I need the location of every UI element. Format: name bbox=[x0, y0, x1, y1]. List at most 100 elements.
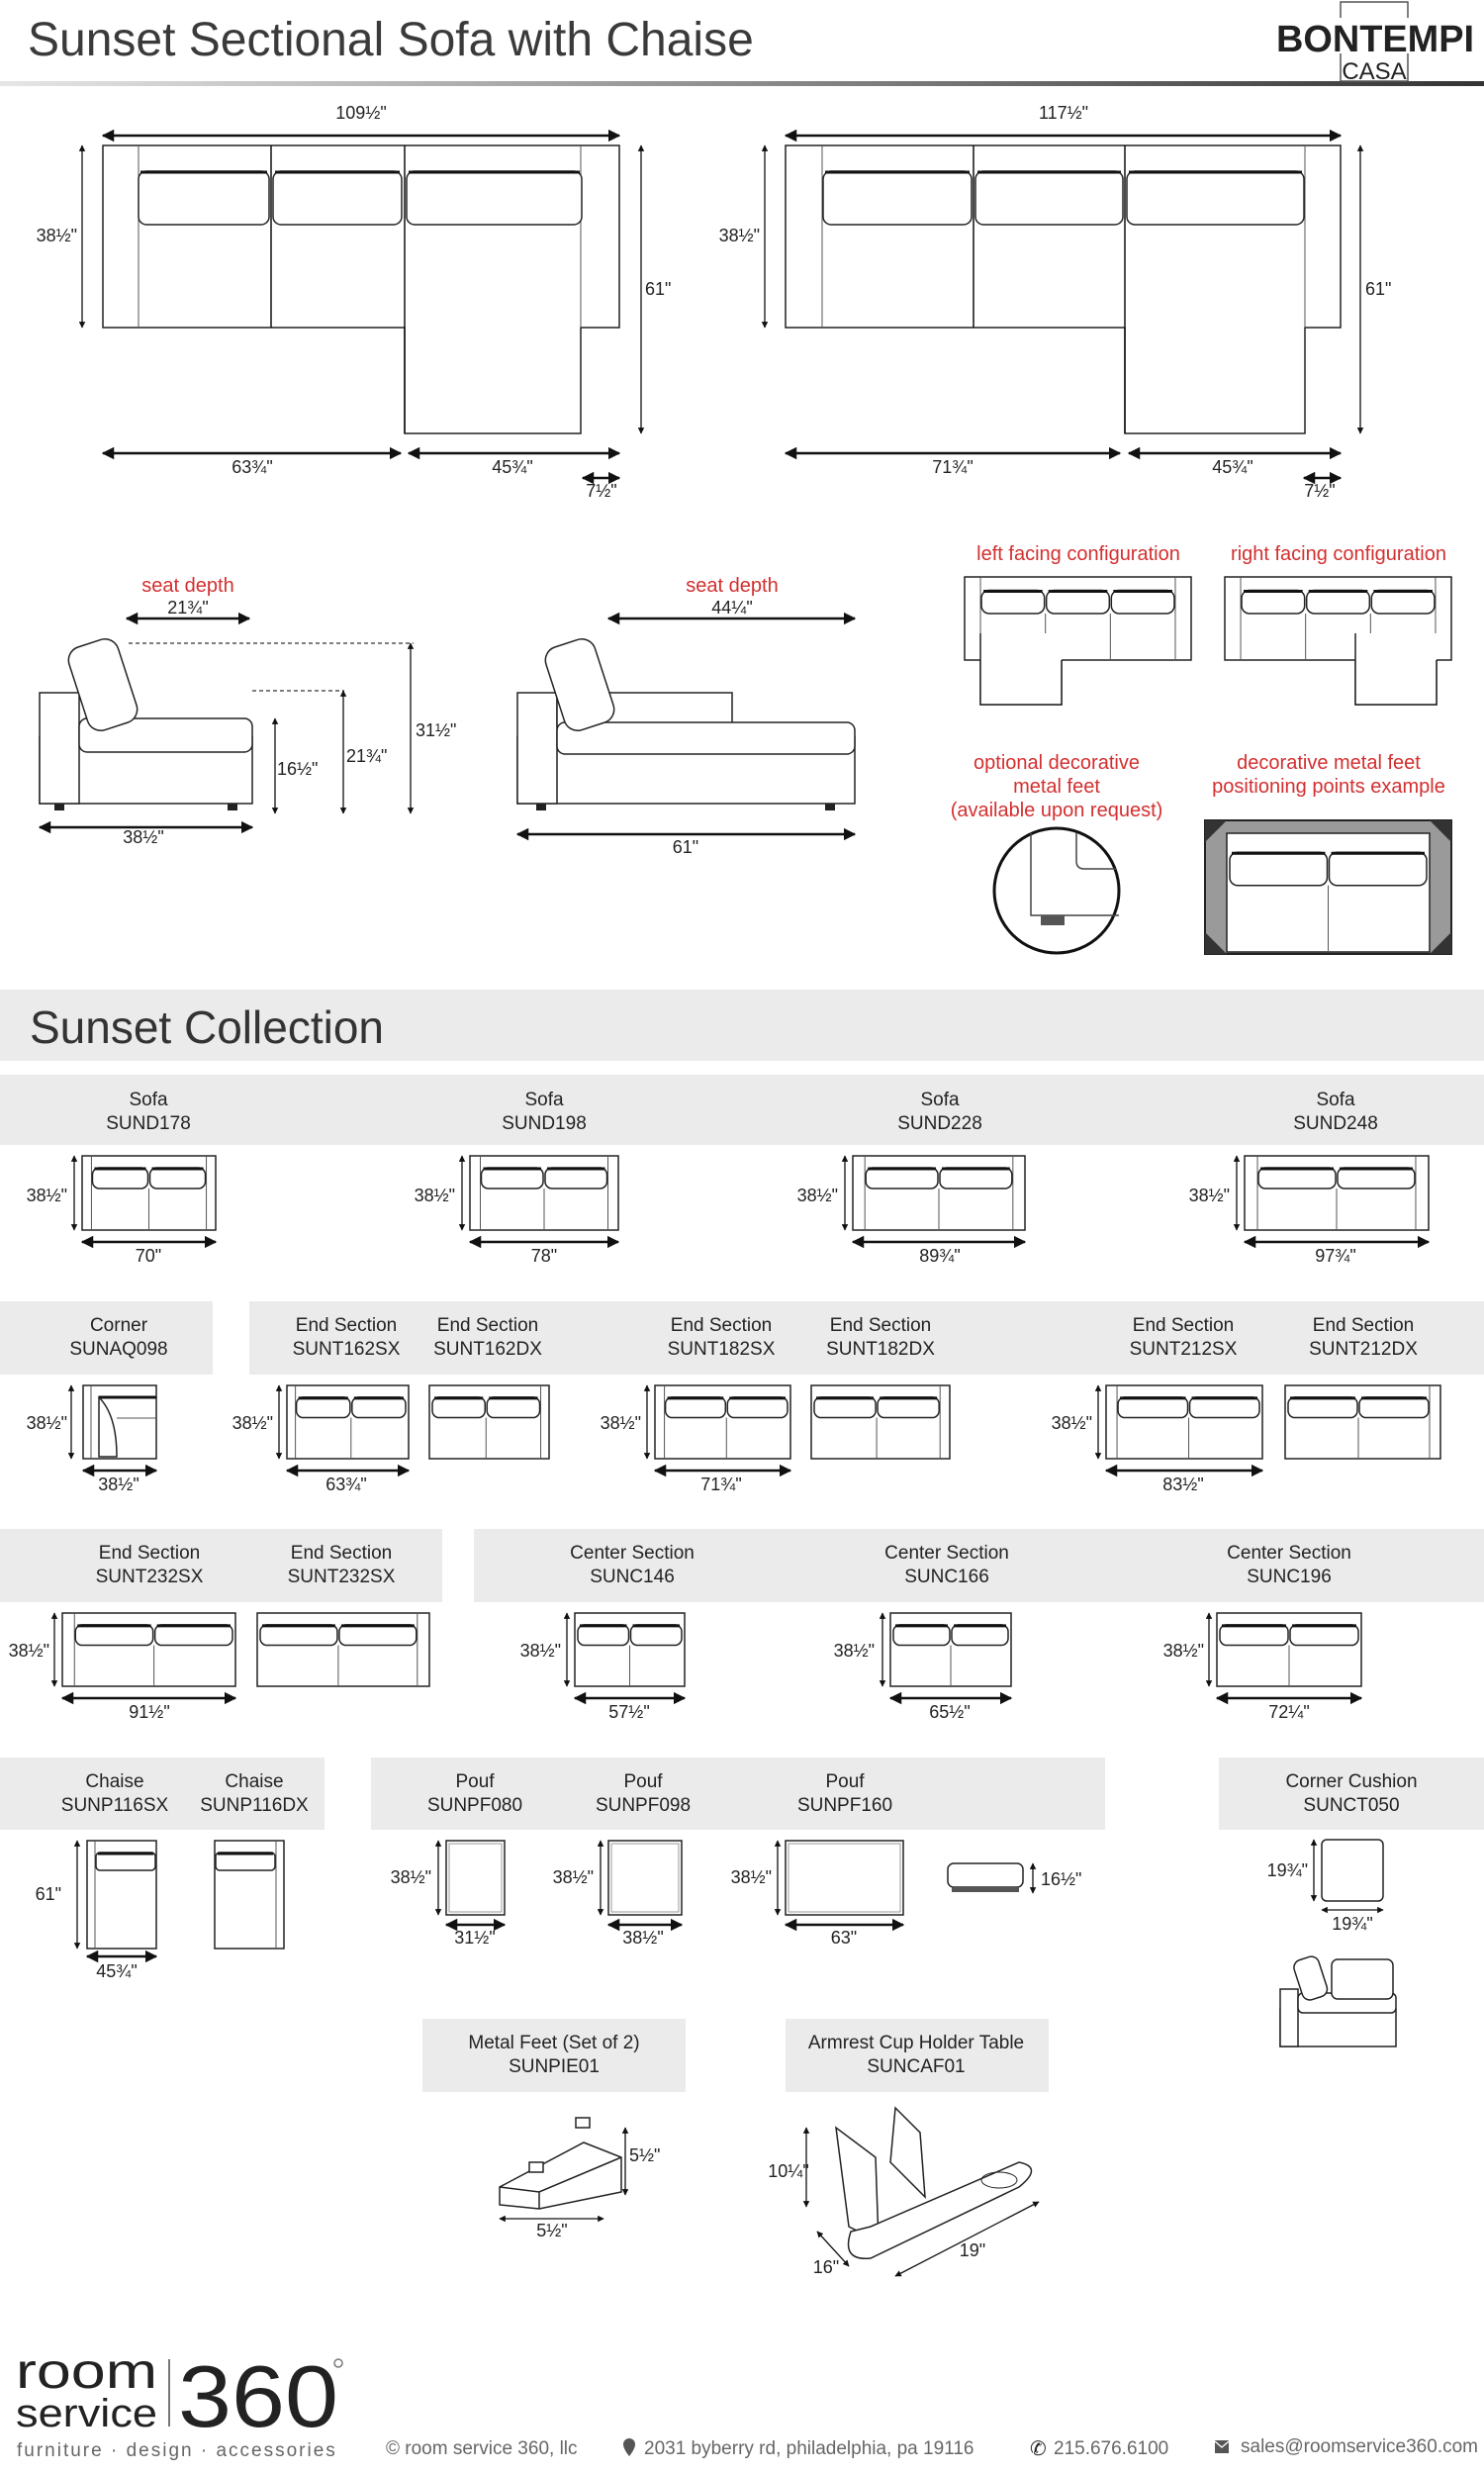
right-facing-caption: right facing configuration bbox=[1231, 543, 1446, 565]
cushion bbox=[1321, 1839, 1384, 1902]
back-cushion bbox=[726, 1396, 788, 1419]
back-cushion bbox=[74, 1624, 154, 1647]
item-depth: 38½" bbox=[1052, 1413, 1092, 1433]
chaise-pair: Chaise SUNP116SX Chaise SUNP116DX 61" 45… bbox=[36, 1771, 309, 1981]
end-section-pair: End Section SUNT182SX End Section SUNT18… bbox=[601, 1315, 936, 1494]
pouf-item: Pouf SUNPF098 38½" 38½" bbox=[553, 1771, 691, 1948]
center-section-item: Center Section SUNC196 38½" 72¼" bbox=[1163, 1543, 1351, 1722]
back-pillow bbox=[67, 638, 139, 731]
address: 2031 byberry rd, philadelphia, pa 19116 bbox=[644, 2438, 974, 2459]
back-cushion bbox=[259, 1624, 338, 1647]
back-cushion bbox=[892, 1624, 951, 1647]
corner-header bbox=[0, 1301, 213, 1375]
back-cushion bbox=[148, 1167, 207, 1189]
back-cushion bbox=[1257, 1167, 1337, 1189]
center-section-item: Center Section SUNC166 38½" 65½" bbox=[834, 1543, 1009, 1722]
sofa-top-view bbox=[469, 1155, 619, 1231]
item-width: 78" bbox=[531, 1246, 557, 1266]
foot-bracket bbox=[499, 2141, 622, 2210]
sofa-seat-height: 16½" bbox=[277, 759, 318, 779]
item-code: SUNPF160 bbox=[797, 1795, 892, 1816]
item-code: SUNPIE01 bbox=[509, 2056, 600, 2077]
back-cushion bbox=[865, 1167, 939, 1189]
corner-cushion bbox=[1331, 1958, 1394, 2000]
item-code: SUNPF080 bbox=[427, 1795, 522, 1816]
foot-edges bbox=[499, 2156, 622, 2209]
sofa-top-view bbox=[574, 1612, 686, 1687]
item-depth: 61" bbox=[36, 1884, 61, 1904]
foot-pad bbox=[575, 2117, 591, 2129]
item-width: 31½" bbox=[454, 1928, 495, 1948]
back-cushion bbox=[664, 1396, 727, 1419]
svg-text:BONTEMPI: BONTEMPI bbox=[1276, 19, 1474, 60]
left-sectional-drawing bbox=[102, 144, 620, 434]
item-name: End Section bbox=[830, 1315, 931, 1336]
sofa-item: Sofa SUND178 38½" 70" bbox=[27, 1090, 191, 1266]
sofas-header bbox=[0, 1075, 1484, 1145]
sofa bbox=[1226, 832, 1431, 953]
sofa-width-label: 63¾" bbox=[232, 457, 272, 477]
item-height: 5½" bbox=[629, 2145, 660, 2165]
sofa-top-view bbox=[852, 1155, 1026, 1231]
dimension-arrow bbox=[816, 2231, 850, 2267]
top-view-right-labels: 117½" 38½" 61" 71¾" 45¾" 7½" bbox=[719, 103, 1392, 501]
back-cushion bbox=[1219, 1624, 1289, 1647]
total-width-label: 109½" bbox=[335, 103, 386, 123]
center-sections-header bbox=[474, 1529, 1484, 1602]
chaise-width-label: 45¾" bbox=[1212, 457, 1252, 477]
leg bbox=[54, 804, 64, 810]
item-width: 57½" bbox=[608, 1702, 649, 1722]
item-code: SUNCAF01 bbox=[867, 2056, 965, 2077]
pouf-item: Pouf SUNPF080 38½" 31½" bbox=[391, 1771, 522, 1948]
bontempi-logo: BONTEMPI CASA bbox=[1274, 1, 1478, 85]
item-depth: 16" bbox=[813, 2257, 839, 2277]
left-facing-config-icon bbox=[964, 576, 1192, 706]
svg-text:360: 360 bbox=[178, 2347, 338, 2445]
email-link[interactable]: sales@roomservice360.com bbox=[1241, 2436, 1478, 2457]
item-depth: 38½" bbox=[27, 1413, 67, 1433]
back-cushion bbox=[1117, 1396, 1189, 1419]
item-width: 45¾" bbox=[96, 1961, 137, 1981]
tagline: furniture · design · accessories bbox=[17, 2440, 337, 2461]
item-code: SUND178 bbox=[106, 1113, 191, 1134]
foot-pad bbox=[528, 2161, 544, 2173]
item-name: Center Section bbox=[570, 1543, 695, 1564]
back-cushion bbox=[153, 1624, 233, 1647]
item-depth: 38½" bbox=[1163, 1641, 1204, 1661]
back-cushion bbox=[629, 1624, 683, 1647]
dimension-arrow bbox=[894, 2201, 1040, 2277]
sofa-arm-height: 21¾" bbox=[346, 746, 387, 766]
pouf-drawing bbox=[434, 1840, 507, 1932]
collection-title: Sunset Collection bbox=[30, 1001, 384, 1053]
header-divider bbox=[0, 81, 1484, 86]
item-drawings bbox=[50, 1155, 1441, 2277]
item-code: SUNT162DX bbox=[433, 1339, 542, 1360]
corner-cushion-item: Corner Cushion SUNCT050 19¾" 19¾" bbox=[1267, 1771, 1418, 1934]
metal-feet-drawing bbox=[499, 2117, 629, 2223]
item-code: SUNT232SX bbox=[96, 1567, 204, 1587]
back-cushion bbox=[1289, 1624, 1359, 1647]
chaise-outline bbox=[979, 633, 1063, 706]
pouf-drawing bbox=[774, 1840, 905, 1932]
end-section-pair: End Section SUNT212SX End Section SUNT21… bbox=[1052, 1315, 1419, 1494]
back-cushion bbox=[813, 1396, 877, 1419]
map-pin-icon bbox=[623, 2438, 635, 2456]
corner-cushion-drawing bbox=[1310, 1839, 1384, 1914]
item-name: End Section bbox=[437, 1315, 538, 1336]
item-depth: 38½" bbox=[415, 1186, 455, 1205]
corner-cushion-header bbox=[1219, 1758, 1484, 1830]
chaise-width-label: 45¾" bbox=[492, 457, 532, 477]
item-width: 91½" bbox=[129, 1702, 169, 1722]
metal-feet-detail-icon bbox=[992, 826, 1121, 955]
back-cushion bbox=[877, 1396, 940, 1419]
metal-foot bbox=[1041, 915, 1065, 925]
right-facing-config-icon bbox=[1224, 576, 1452, 706]
item-width: 65½" bbox=[929, 1702, 970, 1722]
corner-cushion-on-sofa-drawing bbox=[1279, 1955, 1397, 2047]
back-cushion bbox=[1229, 851, 1329, 887]
foot-marker bbox=[1205, 820, 1227, 842]
back-cushion bbox=[822, 170, 973, 226]
sofa-top-view bbox=[1105, 1384, 1263, 1460]
sofa-top-view bbox=[1244, 1155, 1430, 1231]
phone-link[interactable]: 215.676.6100 bbox=[1054, 2438, 1168, 2459]
